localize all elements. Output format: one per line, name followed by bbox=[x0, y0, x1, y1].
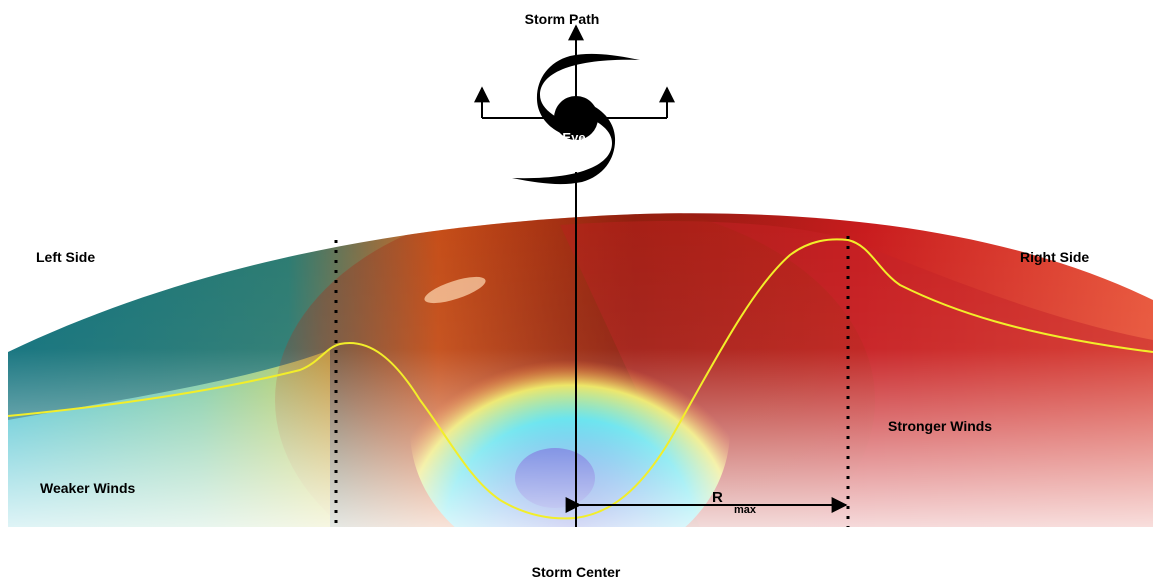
rmax-subscript: max bbox=[734, 504, 757, 516]
hurricane-symbol-icon bbox=[512, 53, 640, 185]
eye-label: Eye bbox=[562, 130, 585, 145]
storm-center-label: Storm Center bbox=[532, 564, 621, 580]
stronger-winds-label: Stronger Winds bbox=[888, 418, 992, 434]
weaker-winds-label: Weaker Winds bbox=[40, 480, 136, 496]
right-side-label: Right Side bbox=[1020, 249, 1089, 265]
wind-speed-profile bbox=[7, 238, 1153, 520]
wind-field-surface bbox=[8, 213, 1153, 527]
left-side-label: Left Side bbox=[36, 249, 95, 265]
storm-path-label: Storm Path bbox=[525, 11, 600, 27]
rmax-label: R bbox=[712, 489, 723, 506]
